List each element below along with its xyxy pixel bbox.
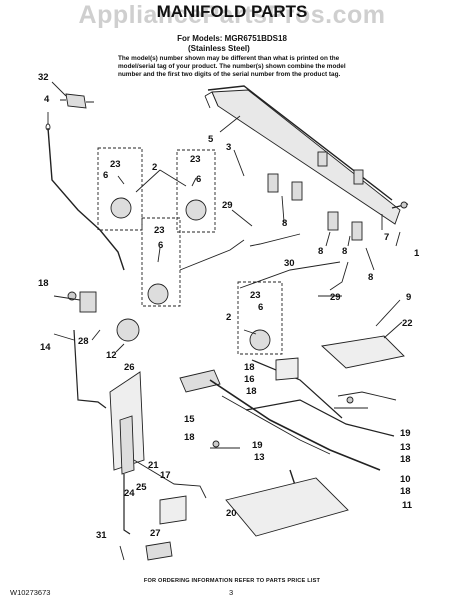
model-note: The model(s) number shown may be differe… — [118, 55, 346, 79]
callout-17: 17 — [160, 470, 171, 481]
watermark: AppliancePartsPros.com — [78, 1, 386, 29]
callout-32: 32 — [38, 72, 49, 83]
callout-6: 6 — [258, 302, 263, 313]
callout-25: 25 — [136, 482, 147, 493]
callout-2: 2 — [152, 162, 157, 173]
finish-label: (Stainless Steel) — [188, 44, 250, 53]
callout-8: 8 — [282, 218, 287, 229]
callout-23: 23 — [154, 225, 165, 236]
callout-16: 16 — [244, 374, 255, 385]
callout-18: 18 — [244, 362, 255, 373]
callout-29: 29 — [330, 292, 341, 303]
callout-4: 4 — [44, 94, 50, 105]
callout-18: 18 — [246, 386, 257, 397]
callout-28: 28 — [78, 336, 89, 347]
callout-10: 10 — [400, 474, 411, 485]
callout-5: 5 — [208, 134, 214, 145]
callout-31: 31 — [96, 530, 107, 541]
page-title: MANIFOLD PARTS — [156, 2, 308, 21]
callout-6: 6 — [103, 170, 108, 181]
callout-12: 12 — [106, 350, 117, 361]
callout-22: 22 — [402, 318, 413, 329]
callout-2: 2 — [226, 312, 231, 323]
callout-14: 14 — [40, 342, 51, 353]
callout-11: 11 — [402, 500, 413, 511]
callout-30: 30 — [284, 258, 295, 269]
callout-1: 1 — [414, 248, 420, 259]
callout-23: 23 — [250, 290, 261, 301]
callout-18: 18 — [38, 278, 49, 289]
callout-23: 23 — [190, 154, 201, 165]
callout-8: 8 — [368, 272, 373, 283]
callout-9: 9 — [406, 292, 411, 303]
callout-18: 18 — [184, 432, 195, 443]
callout-19: 19 — [252, 440, 263, 451]
callout-23: 23 — [110, 159, 121, 170]
callout-26: 26 — [124, 362, 135, 373]
callout-6: 6 — [158, 240, 163, 251]
callout-15: 15 — [184, 414, 195, 425]
callout-13: 13 — [254, 452, 265, 463]
document-number: W10273673 — [10, 588, 51, 597]
models-line: For Models: MGR6751BDS18 — [177, 34, 287, 43]
callout-3: 3 — [226, 142, 231, 153]
ordering-info: FOR ORDERING INFORMATION REFER TO PARTS … — [143, 578, 321, 584]
callout-18: 18 — [400, 454, 411, 465]
callout-29: 29 — [222, 200, 233, 211]
callout-8: 8 — [318, 246, 323, 257]
callout-24: 24 — [124, 488, 135, 499]
callout-8: 8 — [342, 246, 347, 257]
callout-18: 18 — [400, 486, 411, 497]
callout-21: 21 — [148, 460, 159, 471]
callout-13: 13 — [400, 442, 411, 453]
page-number: 3 — [229, 588, 234, 597]
callout-6: 6 — [196, 174, 201, 185]
callout-7: 7 — [384, 232, 389, 243]
callout-27: 27 — [150, 528, 161, 539]
callout-19: 19 — [400, 428, 411, 439]
callout-20: 20 — [226, 508, 237, 519]
